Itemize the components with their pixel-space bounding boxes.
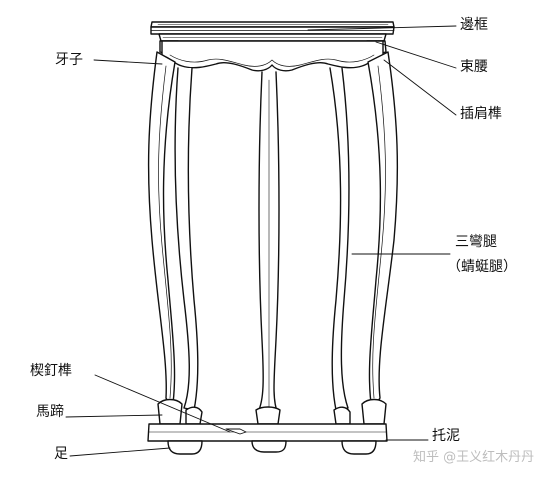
leader-lines (65, 25, 457, 457)
right-front-leg (367, 51, 399, 411)
top-edge-frame (150, 21, 395, 35)
label-edge-frame: 邊框 (460, 17, 488, 33)
center-back-leg (257, 71, 280, 415)
base-feet (167, 440, 377, 455)
left-front-leg (147, 51, 176, 411)
label-stretcher-base: 托泥 (432, 428, 460, 444)
apron (161, 40, 384, 72)
right-inner-leg (329, 67, 350, 411)
label-apron: 牙子 (55, 52, 83, 68)
watermark: 知乎 @王义红木丹丹 (413, 450, 535, 465)
label-horse-hoof: 馬蹄 (36, 404, 64, 420)
stretcher-base (147, 423, 388, 442)
label-shoulder-joint: 插肩榫 (460, 106, 502, 122)
label-foot: 足 (54, 446, 68, 462)
waist-band (158, 33, 387, 42)
label-three-bend-leg: 三彎腿 (455, 234, 497, 250)
label-waist: 束腰 (460, 59, 488, 75)
label-wedge-tenon: 楔釘榫 (30, 363, 72, 379)
label-dragonfly-leg: （蜻蜓腿） (447, 259, 517, 275)
left-inner-leg (174, 67, 199, 411)
horse-hoof-feet (157, 398, 387, 425)
